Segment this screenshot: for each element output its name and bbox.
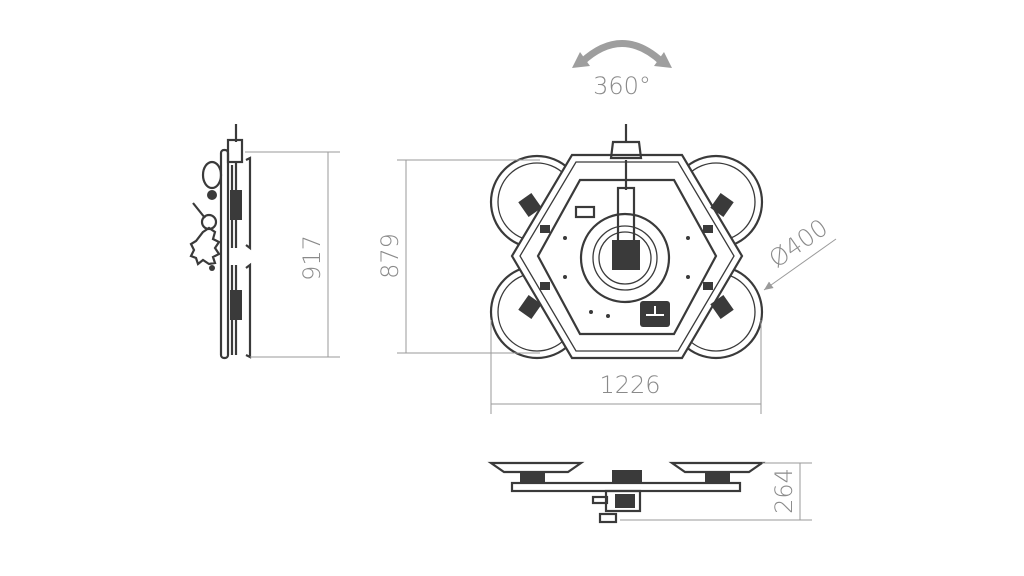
top-height-label: 879 xyxy=(376,233,404,279)
dimension-264 xyxy=(620,462,812,521)
side-view xyxy=(189,124,252,360)
dimension-917 xyxy=(245,151,340,358)
side-height-label: 917 xyxy=(298,235,326,281)
diameter-leader xyxy=(763,238,837,291)
rotation-label: 360° xyxy=(593,72,651,100)
dimension-1226 xyxy=(490,320,762,414)
pad-diameter-label: Ø400 xyxy=(764,213,833,273)
rotation-arrow-icon xyxy=(572,40,672,68)
top-width-label: 1226 xyxy=(599,371,660,399)
top-view xyxy=(489,124,764,360)
dimension-879 xyxy=(397,159,540,354)
bottom-view xyxy=(487,461,766,524)
bottom-height-label: 264 xyxy=(770,468,798,514)
